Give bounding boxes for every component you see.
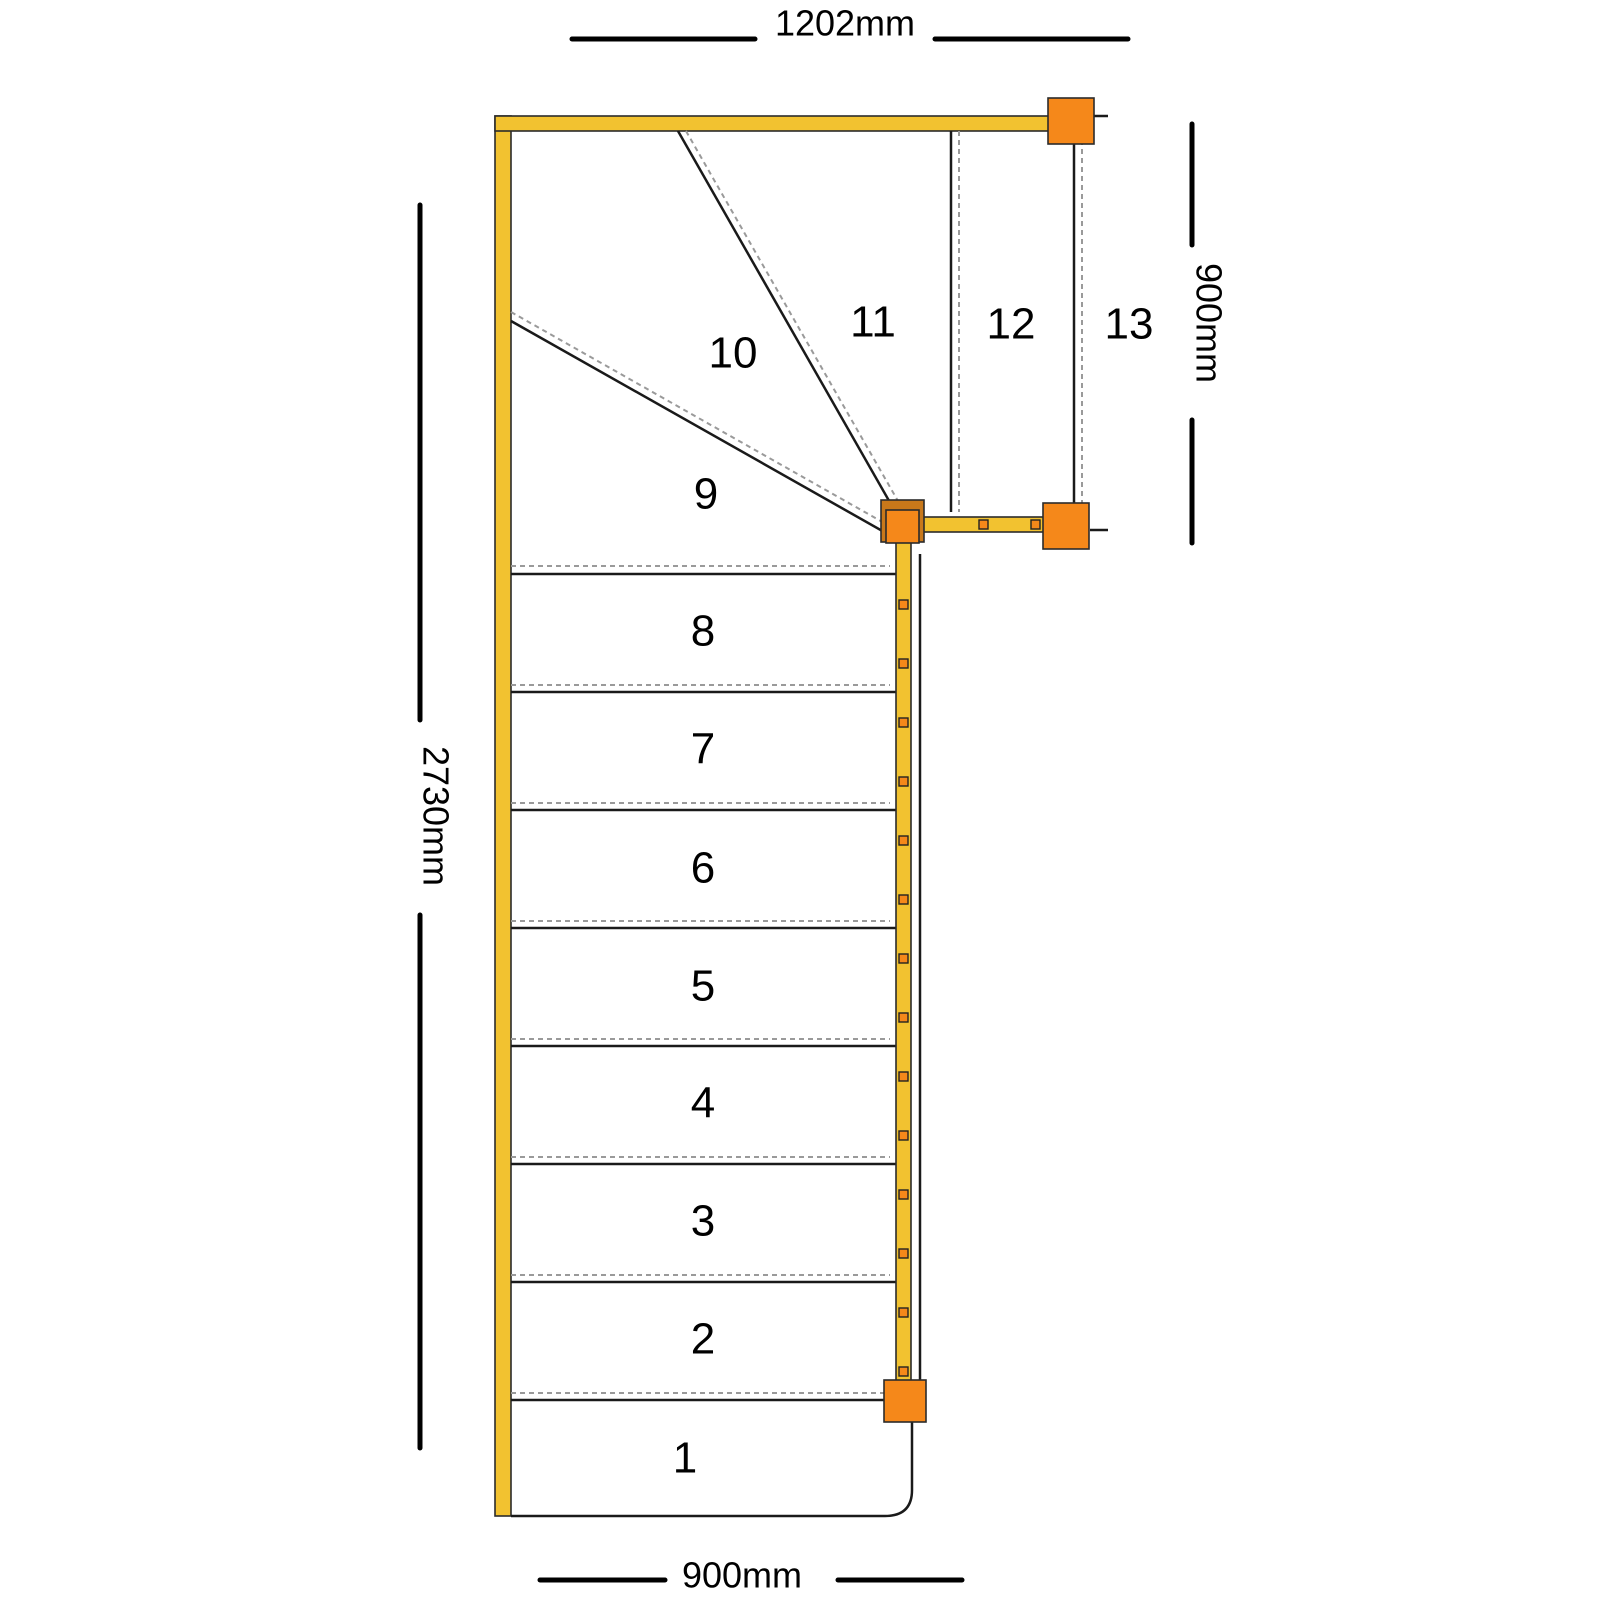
wall-stringer <box>494 115 1061 1517</box>
baluster <box>898 658 909 669</box>
step-number-10: 10 <box>709 329 758 378</box>
step-number-2: 2 <box>691 1315 715 1364</box>
dimension-right-height: 900mm <box>1188 121 1229 546</box>
step-number-11: 11 <box>850 298 896 347</box>
step-numbers: 1 2 3 4 5 6 7 8 9 10 11 12 13 <box>673 298 1154 1483</box>
baluster <box>898 1130 909 1141</box>
baluster <box>898 953 909 964</box>
step-number-13: 13 <box>1105 300 1154 349</box>
upper-flight <box>949 114 1108 532</box>
baluster <box>898 1071 909 1082</box>
winder-steps <box>510 130 907 539</box>
step-number-4: 4 <box>691 1079 715 1128</box>
newel-post-top-right <box>1047 97 1095 145</box>
straight-flight <box>511 554 922 1518</box>
baluster <box>898 894 909 905</box>
step-number-1: 1 <box>673 1434 697 1483</box>
step-number-9: 9 <box>694 470 718 519</box>
baluster <box>898 1307 909 1318</box>
step-number-7: 7 <box>691 725 715 774</box>
newel-post-bottom <box>883 1379 927 1423</box>
balusters-vertical <box>898 599 909 1377</box>
step-number-3: 3 <box>691 1197 715 1246</box>
step-number-12: 12 <box>987 300 1036 349</box>
dimension-left-height-label: 2730mm <box>415 746 456 886</box>
step-number-8: 8 <box>691 607 715 656</box>
baluster <box>898 599 909 610</box>
baluster <box>898 835 909 846</box>
dimension-bottom-width: 900mm <box>537 1555 965 1596</box>
step-number-5: 5 <box>691 962 715 1011</box>
dimension-right-height-label: 900mm <box>1188 263 1229 383</box>
baluster <box>898 1366 909 1377</box>
step-number-6: 6 <box>691 844 715 893</box>
dimension-top-width-label: 1202mm <box>775 3 915 44</box>
baluster <box>898 1012 909 1023</box>
newel-post-landing-right <box>1042 502 1090 550</box>
dimension-bottom-width-label: 900mm <box>682 1555 802 1596</box>
baluster <box>898 717 909 728</box>
baluster <box>898 1189 909 1200</box>
dimension-left-height: 2730mm <box>415 202 456 1451</box>
balustrade-landing <box>907 516 1059 533</box>
newel-post-corner <box>880 499 925 544</box>
balustrade-straight <box>895 539 912 1401</box>
baluster <box>898 776 909 787</box>
baluster <box>898 1248 909 1259</box>
dimension-top-width: 1202mm <box>569 3 1131 44</box>
